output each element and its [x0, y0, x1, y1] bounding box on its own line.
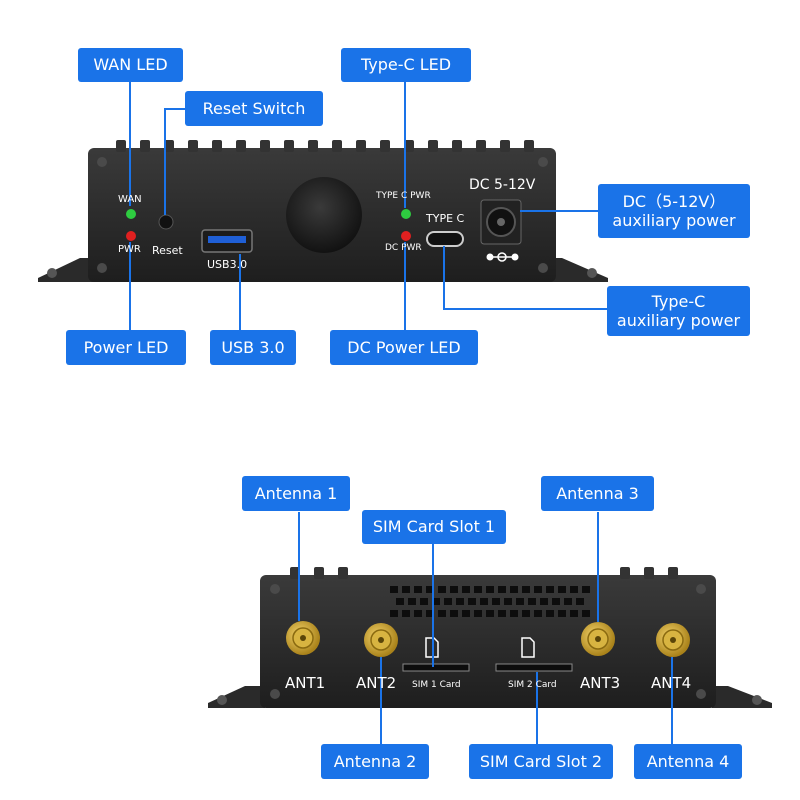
back-left-flange-hole	[217, 695, 227, 705]
front-screw	[97, 263, 107, 273]
callout-typec-aux-power: Type-C auxiliary power	[607, 286, 750, 336]
ant2-label: ANT2	[356, 674, 397, 692]
pwr-led-label: PWR	[118, 244, 141, 255]
vent-holes	[390, 586, 590, 617]
reset-button	[158, 214, 174, 230]
callout-typec-aux-line1: Type-C	[651, 292, 706, 311]
typec-pwr-led-label: TYPE C PWR	[376, 191, 431, 201]
leader-lines	[129, 82, 673, 744]
callout-dc-aux-line2: auxiliary power	[612, 211, 736, 230]
typec-port	[426, 231, 464, 247]
dc-port-label: DC 5-12V	[469, 177, 536, 193]
fan	[286, 177, 362, 253]
callout-wan-led: WAN LED	[78, 48, 183, 82]
ant3-label: ANT3	[580, 674, 621, 692]
callout-reset-switch: Reset Switch	[185, 91, 323, 126]
dc-pwr-led	[401, 231, 411, 241]
callout-dc-power-led: DC Power LED	[330, 330, 478, 365]
callout-sim-slot1: SIM Card Slot 1	[362, 510, 506, 544]
front-right-flange-hole	[587, 268, 597, 278]
back-screw	[696, 584, 706, 594]
polarity-icon	[486, 252, 519, 262]
sim2-label: SIM 2 Card	[508, 680, 557, 690]
reset-label: Reset	[152, 244, 183, 257]
usb-label: USB3.0	[207, 258, 248, 271]
back-left-flange	[208, 686, 265, 708]
leader-typec-aux	[443, 246, 607, 310]
ant2-connector	[364, 623, 398, 657]
ant1-label: ANT1	[285, 674, 326, 692]
ant4-connector	[656, 623, 690, 657]
back-screw	[270, 584, 280, 594]
back-right-flange-hole	[752, 695, 762, 705]
sim2-slot-icon	[521, 637, 535, 658]
leader-reset	[164, 108, 185, 215]
sim2-slot	[495, 663, 573, 672]
ant1-connector	[286, 621, 320, 655]
back-right-flange	[712, 686, 772, 708]
usb-port-tongue	[208, 236, 246, 243]
callout-sim-slot2: SIM Card Slot 2	[469, 744, 613, 779]
callout-antenna2: Antenna 2	[321, 744, 429, 779]
typec-pwr-led	[401, 209, 411, 219]
callout-antenna1: Antenna 1	[242, 476, 350, 511]
wan-led	[126, 209, 136, 219]
dc-jack-pin	[497, 218, 505, 226]
callout-antenna3: Antenna 3	[541, 476, 654, 511]
wan-led-label: WAN	[118, 194, 142, 205]
typec-port-label: TYPE C	[426, 212, 465, 225]
callout-power-led: Power LED	[66, 330, 186, 365]
ant3-connector	[581, 622, 615, 656]
front-heatsink-fins	[116, 140, 534, 152]
sim1-slot	[402, 663, 470, 672]
ant4-label: ANT4	[651, 674, 692, 692]
back-chassis	[260, 575, 716, 708]
sim1-label: SIM 1 Card	[412, 680, 461, 690]
back-screw	[696, 689, 706, 699]
callout-dc-aux-line1: DC（5-12V）	[622, 192, 726, 211]
callout-usb30: USB 3.0	[210, 330, 296, 365]
callout-typec-aux-line2: auxiliary power	[616, 311, 741, 330]
callout-antenna4: Antenna 4	[634, 744, 742, 779]
front-screw	[538, 157, 548, 167]
front-left-flange-hole	[47, 268, 57, 278]
callout-typec-led: Type-C LED	[341, 48, 471, 82]
dc-pwr-led-label: DC PWR	[385, 243, 422, 253]
front-panel	[38, 140, 608, 282]
back-heatsink-fins	[290, 567, 678, 579]
back-panel	[208, 567, 772, 708]
front-screw	[538, 263, 548, 273]
callout-dc-aux-power: DC（5-12V） auxiliary power	[598, 184, 750, 238]
front-screw	[97, 157, 107, 167]
back-screw	[270, 689, 280, 699]
pwr-led	[126, 231, 136, 241]
